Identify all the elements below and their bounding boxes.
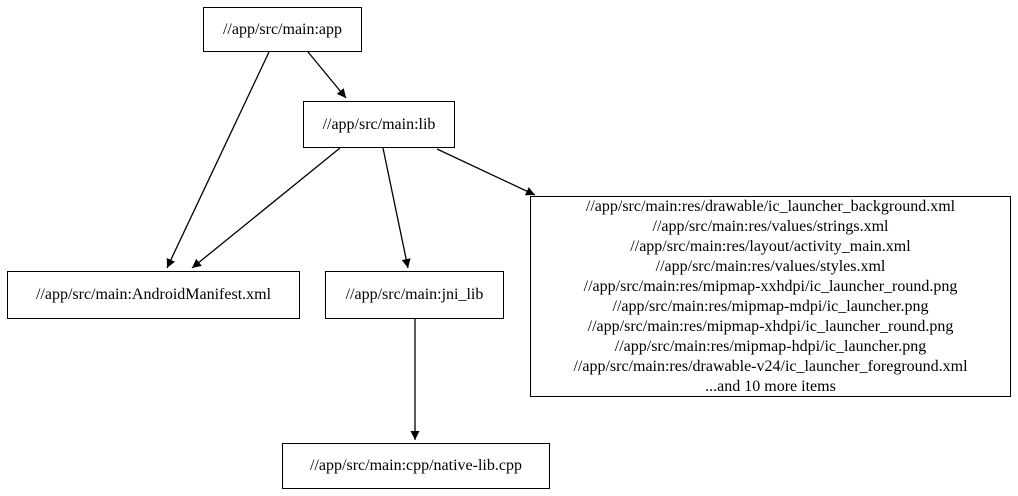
res-group-line: //app/src/main:res/values/strings.xml xyxy=(652,217,889,235)
edge-app-lib xyxy=(307,51,347,99)
node-app: //app/src/main:app xyxy=(203,7,362,52)
res-group-line: //app/src/main:res/mipmap-hdpi/ic_launch… xyxy=(614,337,927,355)
res-group-line: //app/src/main:res/layout/activity_main.… xyxy=(630,237,911,255)
edge-lib-androidmanifest xyxy=(191,147,341,269)
node-res-group: //app/src/main:res/drawable/ic_launcher_… xyxy=(530,196,1011,397)
node-native-cpp: //app/src/main:cpp/native-lib.cpp xyxy=(282,443,550,489)
node-lib: //app/src/main:lib xyxy=(303,101,455,148)
edge-app-androidmanifest xyxy=(166,51,270,269)
res-group-line: //app/src/main:res/mipmap-xxhdpi/ic_laun… xyxy=(583,277,958,295)
res-group-line: //app/src/main:res/values/styles.xml xyxy=(655,257,886,275)
edge-lib-jnilib xyxy=(382,147,411,269)
res-group-line: //app/src/main:res/mipmap-xhdpi/ic_launc… xyxy=(587,317,954,335)
edge-lib-resgroup xyxy=(436,148,536,196)
node-android-manifest: //app/src/main:AndroidManifest.xml xyxy=(7,271,300,319)
node-jni-lib: //app/src/main:jni_lib xyxy=(325,271,504,319)
res-group-line: //app/src/main:res/drawable/ic_launcher_… xyxy=(585,197,956,215)
res-group-more-items: ...and 10 more items xyxy=(705,377,836,395)
res-group-line: //app/src/main:res/mipmap-mdpi/ic_launch… xyxy=(612,297,929,315)
res-group-line: //app/src/main:res/drawable-v24/ic_launc… xyxy=(573,357,968,375)
